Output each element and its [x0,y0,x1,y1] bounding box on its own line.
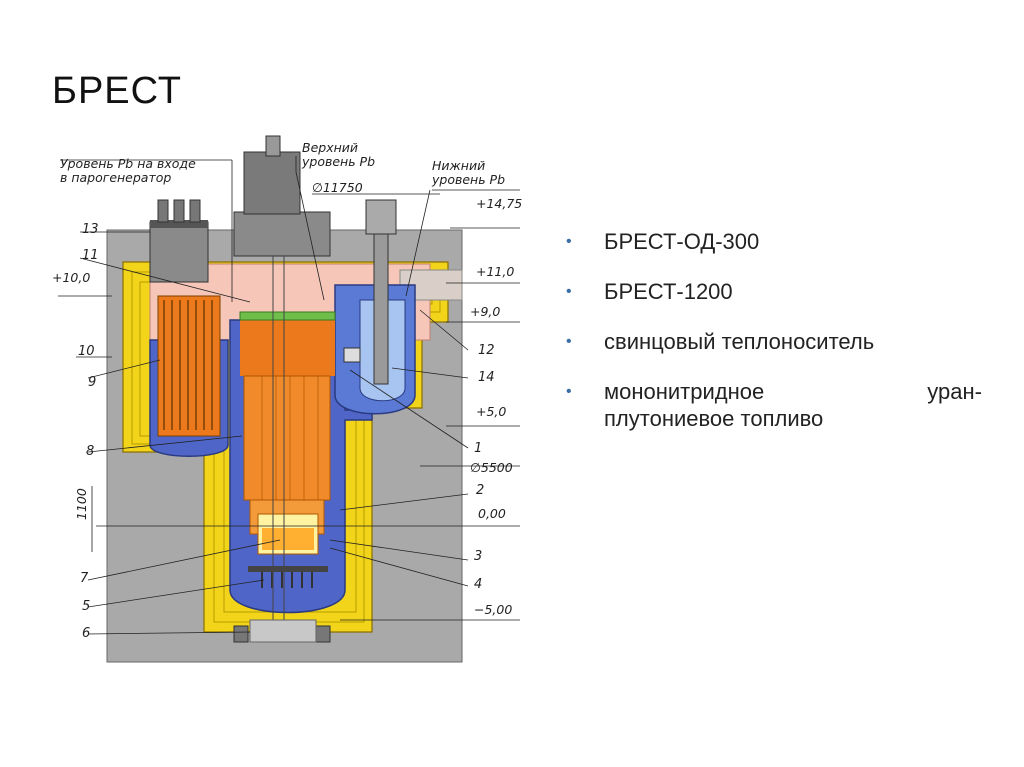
slide-title: БРЕСТ [52,70,183,112]
leader-lines [58,156,520,635]
central-column [233,135,331,640]
bullet-text: БРЕСТ-1200 [604,279,733,304]
callout-number: 6 [82,626,90,641]
bullet-item: • БРЕСТ-1200 [566,278,982,305]
bullet-item: • свинцовый теплоноситель [566,328,982,355]
label-diameter-mid: ∅5500 [470,460,513,475]
elevation-label: 0,00 [478,506,506,521]
elevation-label: +5,0 [476,404,506,419]
elevation-label: +10,0 [52,270,90,285]
elevation-label: −5,00 [474,602,512,617]
callout-number: 3 [474,549,482,564]
bullet-dot-icon: • [566,333,572,350]
callout-number: 7 [80,571,89,586]
bullet-dot-icon: • [566,233,572,250]
diagram-labels: Уровень Pb на входе в парогенератор Верх… [52,140,522,641]
callout-number: 9 [88,375,96,390]
bullet-item: • БРЕСТ-ОД-300 [566,228,982,255]
label-lower-level-2: уровень Pb [431,172,505,187]
callout-number: 5 [82,599,90,614]
circulation-pump [343,199,397,385]
reactor-core [239,311,336,588]
bullet-line-1: мононитридное уран- [604,378,982,405]
bullet-dot-icon: • [566,383,572,400]
callout-number: 1 [474,441,482,456]
bullet-text: уран- [927,379,982,404]
callout-number: 2 [476,483,484,498]
bullet-line-2: плутониевое топливо [604,406,824,431]
label-pb-inlet-2: в парогенератор [60,170,171,185]
bullet-text: БРЕСТ-ОД-300 [604,229,760,254]
bullet-dot-icon: • [566,283,572,300]
label-diameter-top: ∅11750 [312,180,363,195]
callout-number: 14 [478,370,495,385]
elevation-label: +11,0 [476,264,514,279]
callout-number: 8 [86,444,94,459]
label-lower-level-1: Нижний [432,158,485,173]
label-upper-level-1: Верхний [302,140,358,155]
callout-number: 10 [78,344,95,359]
callout-number: 11 [82,248,99,263]
bullet-text: свинцовый теплоноситель [604,329,875,354]
callout-number: 13 [82,222,99,237]
callout-number: 12 [478,343,495,358]
bullet-list: • БРЕСТ-ОД-300 • БРЕСТ-1200 • свинцовый теп… [566,228,982,455]
bottom-supports [233,619,331,643]
label-upper-level-2: уровень Pb [301,154,375,169]
elevation-label: +14,75 [476,196,522,211]
bullet-text: мононитридное [604,379,765,404]
elevation-label: +9,0 [470,304,500,319]
callout-number: 4 [474,577,482,592]
steam-generator [149,199,221,437]
label-height-dim: 1100 [74,488,89,520]
bullet-item: • мононитридное уран- плутониевое топливо [566,378,982,432]
reactor-diagram: Уровень Pb на входе в парогенератор Верх… [52,135,522,663]
label-pb-inlet-1: Уровень Pb на входе [60,156,196,171]
